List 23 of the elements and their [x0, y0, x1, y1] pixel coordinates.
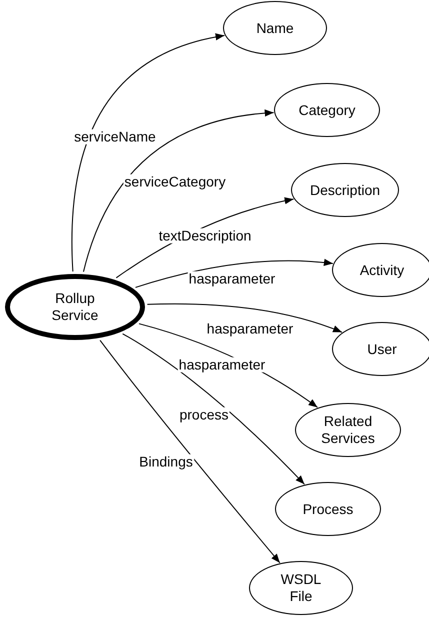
ellipse-node: [332, 322, 429, 376]
edge-label: Bindings: [138, 454, 194, 470]
node-label: Description: [310, 182, 380, 198]
node-label: Activity: [360, 262, 404, 278]
edge-label: textDescription: [158, 228, 252, 244]
edge-label: serviceCategory: [123, 174, 227, 190]
arrow: [146, 303, 342, 333]
node-label: User: [367, 340, 397, 358]
edge-label: hasparameter: [206, 321, 294, 337]
node-label: Related Services: [320, 413, 376, 447]
node-label: WSDL File: [280, 571, 322, 605]
node-label: Process: [302, 500, 354, 518]
arrow: [100, 340, 280, 564]
ellipse-node: [332, 243, 429, 297]
node-label: Rollup Service: [50, 290, 100, 324]
node-label: Category: [298, 102, 356, 118]
edge-label: process: [178, 407, 230, 423]
arrow: [82, 110, 274, 272]
edge-label: hasparameter: [188, 271, 276, 287]
edge-label: hasparameter: [178, 357, 266, 373]
node-label: Name: [256, 20, 294, 36]
edge-label: serviceName: [73, 129, 157, 145]
arrow: [71, 34, 225, 272]
